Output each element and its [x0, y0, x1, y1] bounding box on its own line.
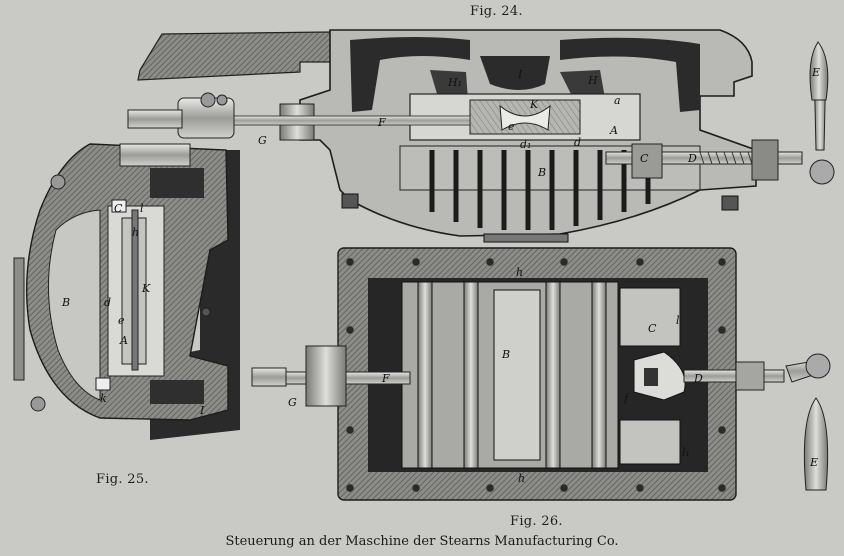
fig24-label: E — [811, 66, 820, 79]
fig25-label: C — [114, 202, 123, 215]
fig24-label: C — [640, 152, 649, 165]
fig26-nut — [735, 361, 765, 391]
fig24-rod-f — [229, 115, 471, 126]
fig24-label: H₁ — [447, 76, 462, 89]
fig25-bolt — [50, 174, 66, 190]
fig25-labels: C l h B d K e A k I — [61, 202, 205, 417]
fig25-port-bottom — [150, 380, 204, 404]
fig26-label: G — [288, 396, 297, 409]
fig25-top-flange — [119, 143, 191, 167]
fig24-label: A — [609, 124, 618, 137]
fig24-passage-right — [560, 37, 700, 112]
fig24-crank-boss — [809, 159, 835, 185]
fig24-label: I — [517, 68, 523, 81]
fig24-foot-left — [341, 193, 359, 209]
fig25-label: k — [100, 392, 107, 405]
fig26-label: l₁ — [682, 446, 690, 459]
fig24-base-lip — [483, 233, 569, 243]
fig25-chamber-b — [48, 209, 101, 401]
figure-caption: Steuerung an der Maschine der Stearns Ma… — [225, 534, 619, 549]
fig24-label: G — [258, 134, 267, 147]
fig26-rod-end — [251, 367, 287, 387]
fig26-title: Fig. 26. — [510, 514, 563, 529]
fig26-stuffing-box — [305, 345, 347, 407]
fig26-crank-boss — [805, 353, 831, 379]
fig25-label: A — [119, 334, 128, 347]
fig26-center-block — [493, 289, 541, 461]
fig26-label: B — [501, 348, 510, 361]
fig24-label: H — [587, 74, 598, 87]
fig24-labels: H₁ I H a K e d₁ d A B C D E F G — [258, 66, 820, 179]
fig26-handle-e — [803, 397, 829, 491]
fig26-c-block-lower — [619, 419, 681, 465]
fig24-label: a — [614, 94, 621, 107]
fig26-labels: h B C l F G D f l₁ h E — [288, 266, 818, 485]
fig24-passage-left — [350, 37, 470, 112]
fig25-title: Fig. 25. — [96, 472, 149, 487]
fig25-rod — [131, 209, 139, 371]
fig26-label: h — [518, 472, 525, 485]
fig26-label: D — [693, 372, 703, 385]
fig24-label: d — [574, 136, 581, 149]
fig24-label: e — [508, 120, 515, 133]
fig25-label: e — [118, 314, 125, 327]
fig26-label: F — [381, 372, 390, 385]
fig24-label: D — [687, 152, 697, 165]
fig26-yoke-window — [644, 368, 658, 386]
fig24-foot-right — [721, 195, 739, 211]
fig24-drawing — [127, 29, 835, 243]
fig24-label: B — [537, 166, 546, 179]
fig25-side-flange — [13, 257, 25, 381]
fig25-label: I — [199, 404, 205, 417]
fig26-label: h — [516, 266, 523, 279]
fig26-label: E — [809, 456, 818, 469]
fig25-label: d — [104, 296, 111, 309]
fig24-rod-end — [127, 109, 183, 129]
fig24-nut-c — [631, 143, 663, 179]
fig24-label: K — [529, 98, 539, 111]
fig24-title: Fig. 24. — [470, 4, 523, 19]
fig25-label: h — [132, 226, 139, 239]
fig24-passage-center — [480, 56, 550, 90]
fig26-label: f — [623, 392, 630, 405]
fig26-drawing — [251, 247, 831, 501]
fig25-c-block-top — [111, 199, 127, 213]
fig24-label: d₁ — [520, 138, 531, 151]
fig24-bedplate — [137, 31, 333, 81]
fig26-slide-bars — [417, 281, 607, 469]
fig25-drawing — [13, 143, 240, 440]
fig26-c-block — [619, 287, 681, 347]
fig25-bolt — [201, 307, 211, 317]
fig24-bracket — [751, 139, 779, 181]
fig26-label: l — [676, 314, 680, 327]
fig25-port-top — [150, 168, 204, 198]
fig24-coupling-bolt — [216, 94, 228, 106]
fig25-label: K — [141, 282, 151, 295]
fig24-coupling-bolt — [200, 92, 216, 108]
fig25-bolt — [30, 396, 46, 412]
fig26-bolts — [345, 257, 727, 493]
fig25-label: l — [140, 202, 144, 215]
fig24-valve-cutout — [499, 104, 551, 131]
fig26-label: C — [648, 322, 657, 335]
fig25-label: B — [61, 296, 70, 309]
fig24-label: F — [377, 116, 386, 129]
fig25-c-block-bottom — [95, 377, 111, 391]
fig24-handle-e — [809, 41, 829, 101]
